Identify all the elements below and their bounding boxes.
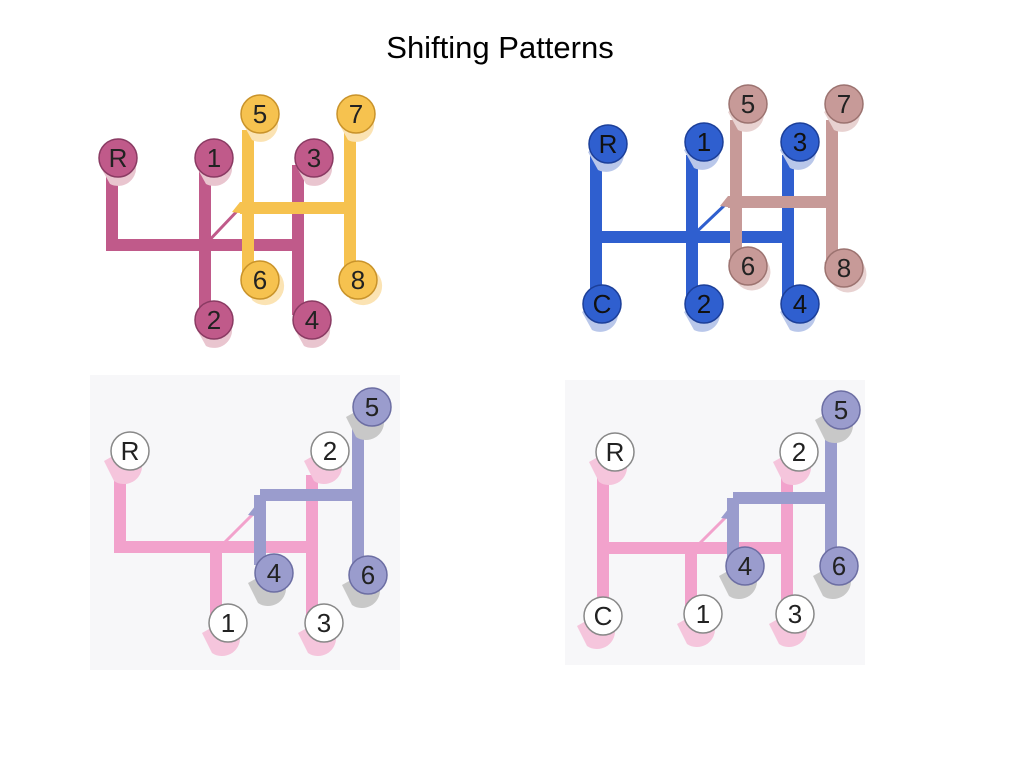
knob-label: 8 <box>837 253 851 283</box>
knob-label: R <box>109 143 128 173</box>
knob: 6 <box>342 555 388 609</box>
knob-label: 5 <box>741 89 755 119</box>
knob-label: 3 <box>307 143 321 173</box>
knob-label: R <box>599 129 618 159</box>
knob: 6 <box>813 546 859 600</box>
knob-label: 6 <box>253 265 267 295</box>
knob: C <box>582 284 622 332</box>
knob-label: 1 <box>696 599 710 629</box>
knob: 2 <box>194 300 234 348</box>
knob-label: C <box>593 289 612 319</box>
knob-label: 8 <box>351 265 365 295</box>
knob: R <box>588 124 628 172</box>
knob: 1 <box>684 122 724 170</box>
knob-label: 4 <box>305 305 319 335</box>
knob-label: C <box>594 601 613 631</box>
knob-label: 4 <box>267 558 281 588</box>
shift-pattern-4-graphic: R 2 5 4 6 C 1 3 <box>565 380 865 665</box>
knob-label: 3 <box>317 608 331 638</box>
shift-pattern-1-graphic: R 1 3 5 7 6 8 2 4 <box>98 94 383 348</box>
knob-label: 5 <box>365 392 379 422</box>
knob: 6 <box>240 260 285 306</box>
knob: 4 <box>292 300 332 348</box>
knob: 3 <box>294 138 334 186</box>
knob: 8 <box>824 248 867 293</box>
knob: R <box>104 431 150 485</box>
knob-label: 3 <box>788 599 802 629</box>
knob: 7 <box>336 94 376 142</box>
neutral-arrow <box>686 200 730 242</box>
knob: 4 <box>780 284 820 332</box>
knob: 7 <box>824 84 864 132</box>
knob: 4 <box>248 553 294 607</box>
arrow-head-icon <box>248 505 262 517</box>
knob-label: 1 <box>207 143 221 173</box>
arrow-head-icon <box>721 508 735 520</box>
knob: 1 <box>677 594 723 648</box>
shift-pattern-diagram-4: R 2 5 4 6 C 1 3 <box>565 380 865 665</box>
knob-label: 1 <box>221 608 235 638</box>
neutral-arrow <box>689 512 731 554</box>
shift-pattern-diagram-3: R 2 5 4 6 1 3 <box>90 375 400 670</box>
neutral-arrow <box>200 206 242 250</box>
knob: 5 <box>346 387 392 441</box>
knob: 3 <box>298 603 344 657</box>
knob-label: 2 <box>207 305 221 335</box>
gate-rail-reverse <box>114 475 312 553</box>
knob-label: 5 <box>253 99 267 129</box>
shift-pattern-2-graphic: R 1 3 5 7 6 8 C 2 4 <box>582 84 867 332</box>
gate-rail-reverse <box>106 170 298 251</box>
knob-label: 3 <box>793 127 807 157</box>
knob: 6 <box>728 246 771 291</box>
knob-label: 6 <box>832 551 846 581</box>
knob: 2 <box>773 432 819 486</box>
shift-pattern-diagram-1: R 1 3 5 7 6 8 2 4 <box>90 90 390 360</box>
knob: 1 <box>202 603 248 657</box>
shift-pattern-3-graphic: R 2 5 4 6 1 3 <box>90 375 400 670</box>
knob-label: 6 <box>741 251 755 281</box>
knob: 1 <box>194 138 234 186</box>
knob-label: 4 <box>738 551 752 581</box>
knob: C <box>577 596 623 650</box>
knob: 8 <box>338 260 383 306</box>
knob-label: 5 <box>834 395 848 425</box>
knob-label: 7 <box>349 99 363 129</box>
knob: 5 <box>728 84 768 132</box>
arrow-head-icon <box>232 202 246 214</box>
knob: 3 <box>780 122 820 170</box>
knob: 5 <box>240 94 280 142</box>
knob-label: 4 <box>793 289 807 319</box>
arrow-head-icon <box>720 196 734 208</box>
knob: R <box>98 138 138 186</box>
knob-label: R <box>121 436 140 466</box>
knob-label: 1 <box>697 127 711 157</box>
knob: 5 <box>815 390 861 444</box>
knob-label: R <box>606 437 625 467</box>
knob: 2 <box>684 284 724 332</box>
knob-label: 2 <box>323 436 337 466</box>
knob: 4 <box>719 546 765 600</box>
slide-title: Shifting Patterns <box>386 30 614 65</box>
knob-label: 7 <box>837 89 851 119</box>
knob-label: 2 <box>697 289 711 319</box>
knob-label: 6 <box>361 560 375 590</box>
shift-pattern-diagram-2: R 1 3 5 7 6 8 C 2 4 <box>570 80 870 350</box>
knob: R <box>589 432 635 486</box>
knob-label: 2 <box>792 437 806 467</box>
knob: 2 <box>304 431 350 485</box>
neutral-arrow <box>214 509 258 553</box>
knob: 3 <box>769 594 815 648</box>
